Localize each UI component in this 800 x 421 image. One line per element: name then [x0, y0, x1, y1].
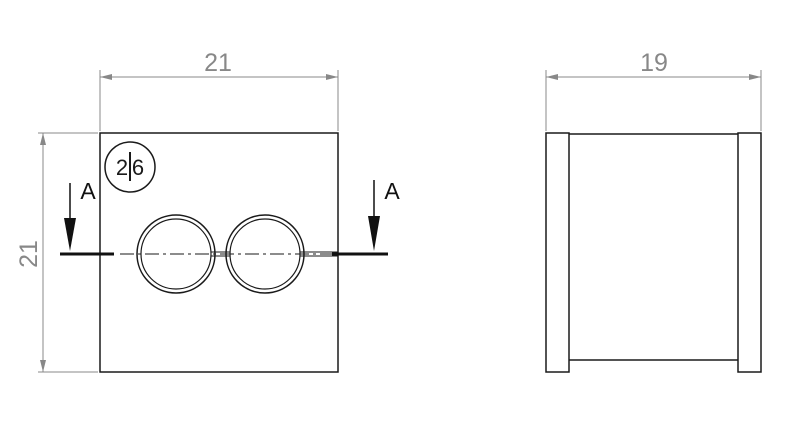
section-right-arrowhead: [368, 216, 380, 251]
side-right-flange: [737, 132, 762, 373]
section-right-label: A: [384, 178, 400, 204]
badge-right-digit: 6: [132, 155, 144, 180]
size-badge: 2 6: [104, 141, 156, 193]
front-height-dimension: 21: [15, 132, 98, 373]
side-width-dimension: 19: [545, 49, 762, 131]
front-width-dimension: 21: [99, 49, 339, 131]
badge-circle: [104, 141, 156, 193]
front-height-value: 21: [15, 240, 43, 268]
section-line-a: A A: [60, 178, 400, 256]
section-left-label: A: [80, 178, 96, 204]
side-left-flange: [545, 132, 570, 373]
front-width-value: 21: [204, 49, 232, 77]
side-view: 19: [545, 49, 762, 373]
front-view: 21 21 2 6: [15, 49, 400, 373]
section-left-arrowhead: [64, 218, 76, 251]
side-width-value: 19: [640, 49, 668, 77]
badge-left-digit: 2: [116, 155, 128, 180]
